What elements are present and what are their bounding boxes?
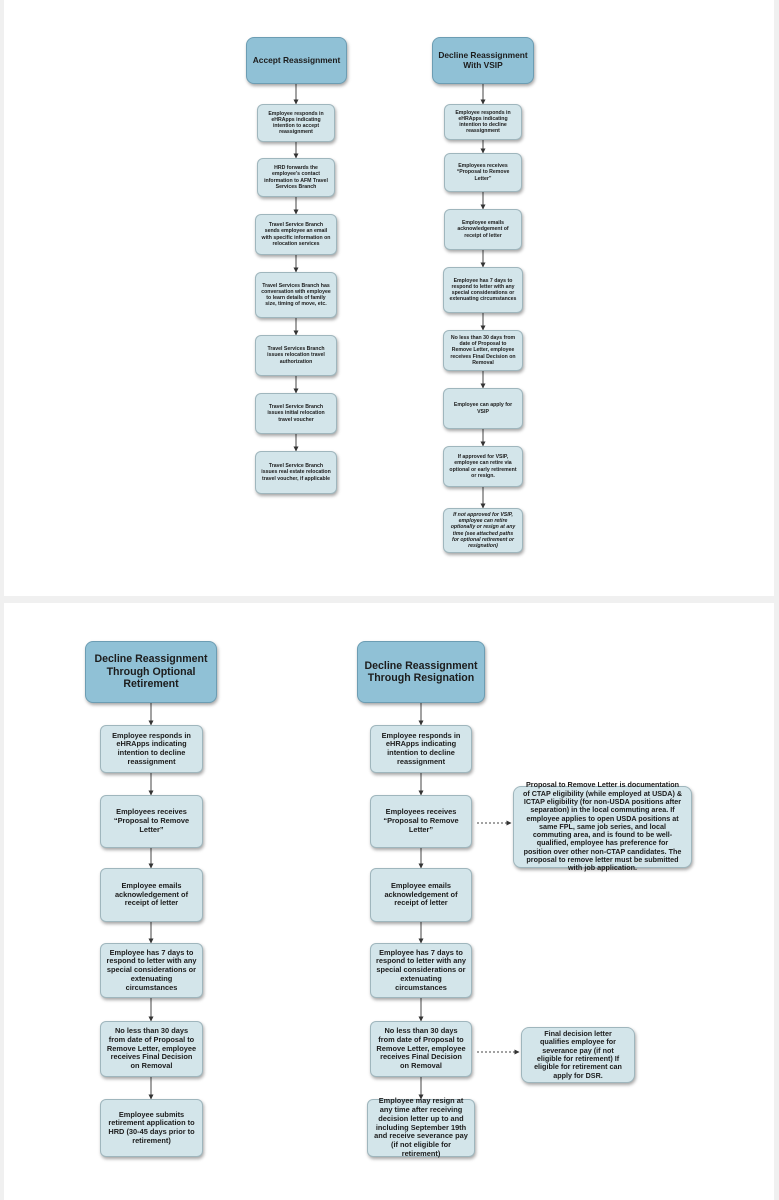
vsip-step-8: If not approved for VSIP, employee can r… <box>443 508 523 553</box>
accept-step-6: Travel Service Branch issues initial rel… <box>255 393 337 434</box>
resignation-step-3: Employee emails acknowledgement of recei… <box>370 868 472 922</box>
vsip-step-5: No less than 30 days from date of Propos… <box>443 330 523 371</box>
accept-step-2: HRD forwards the employee's contact info… <box>257 158 335 197</box>
vsip-step-3: Employee emails acknowledgement of recei… <box>444 209 522 250</box>
decline-retirement-header: Decline Reassignment Through Optional Re… <box>85 641 217 703</box>
accept-reassignment-header: Accept Reassignment <box>246 37 347 84</box>
vsip-step-6: Employee can apply for VSIP <box>443 388 523 429</box>
resignation-step-4: Employee has 7 days to respond to letter… <box>370 943 472 998</box>
accept-step-4: Travel Services Branch has conversation … <box>255 272 337 318</box>
top-flowchart-panel <box>4 0 774 596</box>
final-decision-note: Final decision letter qualifies employee… <box>521 1027 635 1083</box>
retirement-step-4: Employee has 7 days to respond to letter… <box>100 943 203 998</box>
resignation-step-1: Employee responds in eHRApps indicating … <box>370 725 472 773</box>
accept-step-1: Employee responds in eHRApps indicating … <box>257 104 335 142</box>
decline-resignation-header: Decline Reassignment Through Resignation <box>357 641 485 703</box>
vsip-step-4: Employee has 7 days to respond to letter… <box>443 267 523 313</box>
vsip-step-1: Employee responds in eHRApps indicating … <box>444 104 522 140</box>
retirement-step-6: Employee submits retirement application … <box>100 1099 203 1157</box>
retirement-step-5: No less than 30 days from date of Propos… <box>100 1021 203 1077</box>
accept-step-7: Travel Service Branch issues real estate… <box>255 451 337 494</box>
retirement-step-3: Employee emails acknowledgement of recei… <box>100 868 203 922</box>
resignation-step-2: Employees receives “Proposal to Remove L… <box>370 795 472 848</box>
retirement-step-2: Employees receives “Proposal to Remove L… <box>100 795 203 848</box>
resignation-step-6: Employee may resign at any time after re… <box>367 1097 475 1158</box>
vsip-step-2: Employees receives “Proposal to Remove L… <box>444 153 522 192</box>
retirement-step-1: Employee responds in eHRApps indicating … <box>100 725 203 773</box>
vsip-step-7: If approved for VSIP, employee can retir… <box>443 446 523 487</box>
accept-step-3: Travel Service Branch sends employee an … <box>255 214 337 255</box>
proposal-letter-note: Proposal to Remove Letter is documentati… <box>513 781 692 872</box>
resignation-step-5: No less than 30 days from date of Propos… <box>370 1021 472 1077</box>
decline-vsip-header: Decline Reassignment With VSIP <box>432 37 534 84</box>
accept-step-5: Travel Services Branch issues relocation… <box>255 335 337 376</box>
